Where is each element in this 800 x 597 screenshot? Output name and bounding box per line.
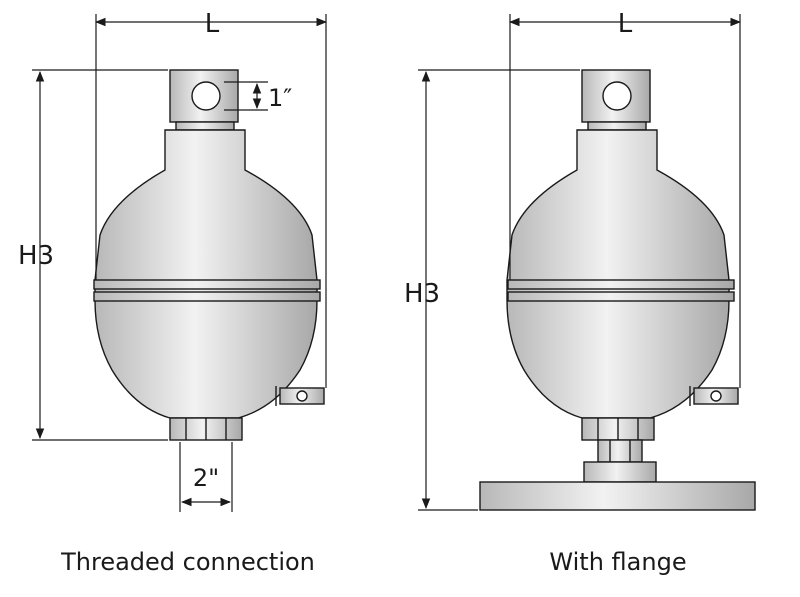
mid-flange-lower: [507, 291, 735, 302]
bottom-port-label: 2": [193, 464, 219, 492]
neck-ring: [175, 121, 235, 131]
flanged-valve-drawing: [479, 69, 756, 511]
top-port-label: 1″: [268, 84, 292, 112]
tank-body: [506, 129, 730, 419]
right-L-label: L: [618, 9, 633, 39]
left-dimensions: [32, 14, 328, 512]
neck-ring: [587, 121, 647, 131]
threaded-valve-drawing: [93, 69, 325, 441]
mid-flange-upper: [507, 279, 735, 290]
tank-body: [94, 129, 318, 419]
base-flange: [479, 481, 756, 511]
right-dimensions: [418, 14, 742, 511]
mid-flange-lower: [93, 291, 321, 302]
top-port-hole: [602, 81, 632, 111]
right-H3-label: H3: [404, 279, 440, 309]
bottom-fitting-nut: [597, 439, 643, 463]
left-H3-label: H3: [18, 241, 54, 271]
bottom-fitting-neck: [583, 461, 657, 483]
top-port-hole: [191, 81, 221, 111]
caption-flange: With flange: [549, 548, 686, 576]
caption-threaded: Threaded connection: [60, 548, 315, 576]
left-L-label: L: [205, 9, 220, 39]
mid-flange-upper: [93, 279, 321, 290]
